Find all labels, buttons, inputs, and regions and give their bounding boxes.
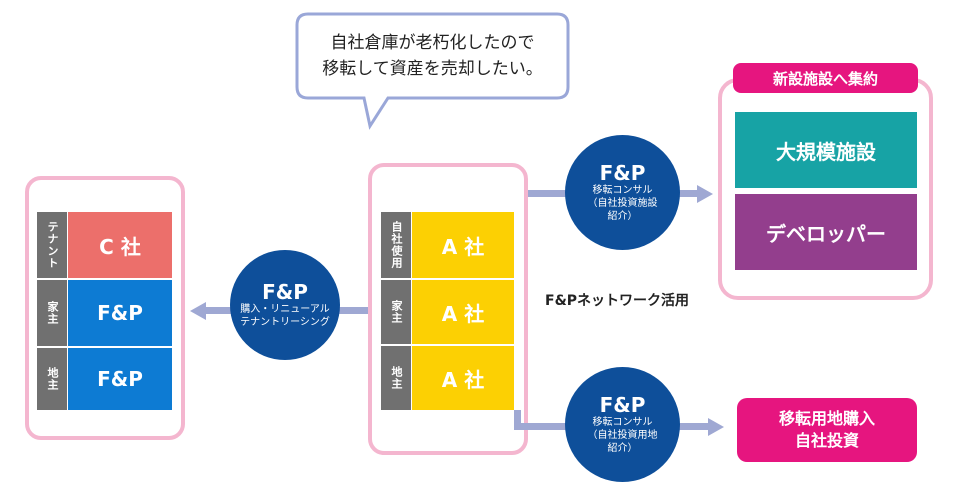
network-label: F&Pネットワーク活用 [545,293,690,309]
land-purchase-box: 移転用地購入 自社投資 [737,398,917,462]
left-row-3-value: F&P [68,348,172,410]
bubble-line-2: 移転して資産を売却したい。 [322,59,543,79]
bubble-line-1: 自社倉庫が老朽化したので [330,33,535,53]
left-arrow-head [190,302,206,320]
center-row-2-value: A 社 [412,280,514,344]
fp-circle-facility: F&P 移転コンサル （自社投資施設 紹介） [565,135,680,250]
developer-box: デベロッパー [735,194,917,270]
fp-circle-acquisition-sub: 購入・リニューアル テナントリーシング [240,304,330,328]
left-row-1-value: C 社 [68,212,172,278]
land-purchase-line-1: 移転用地購入 [778,409,875,428]
new-facility-header: 新設施設へ集約 [733,63,918,93]
bottom-connector-vertical [514,410,521,430]
speech-bubble-text: 自社倉庫が老朽化したので 移転して資産を売却したい。 [300,30,565,82]
center-row-1-value: A 社 [412,212,514,278]
fp-circle-land: F&P 移転コンサル （自社投資用地 紹介） [565,367,680,482]
left-row-2-value: F&P [68,280,172,346]
left-row-2-label: 家主 [37,280,67,346]
top-arrow-head [697,185,713,203]
bottom-arrow-head [708,418,724,436]
fp-circle-facility-sub: 移転コンサル （自社投資施設 紹介） [587,185,658,222]
fp-circle-acquisition-title: F&P [262,280,308,304]
fp-circle-land-sub: 移転コンサル （自社投資用地 紹介） [587,417,658,454]
large-facility-box: 大規模施設 [735,112,917,188]
fp-circle-facility-title: F&P [599,161,646,185]
fp-circle-acquisition: F&P 購入・リニューアル テナントリーシング [230,250,340,360]
left-row-1-label: テナント [37,212,67,278]
fp-circle-land-title: F&P [599,393,646,417]
land-purchase-line-2: 自社投資 [794,431,859,450]
left-row-3-label: 地主 [37,348,67,410]
center-row-2-label: 家主 [381,280,411,344]
center-row-1-label: 自社使用 [381,212,411,278]
center-row-3-label: 地主 [381,346,411,410]
center-row-3-value: A 社 [412,346,514,410]
